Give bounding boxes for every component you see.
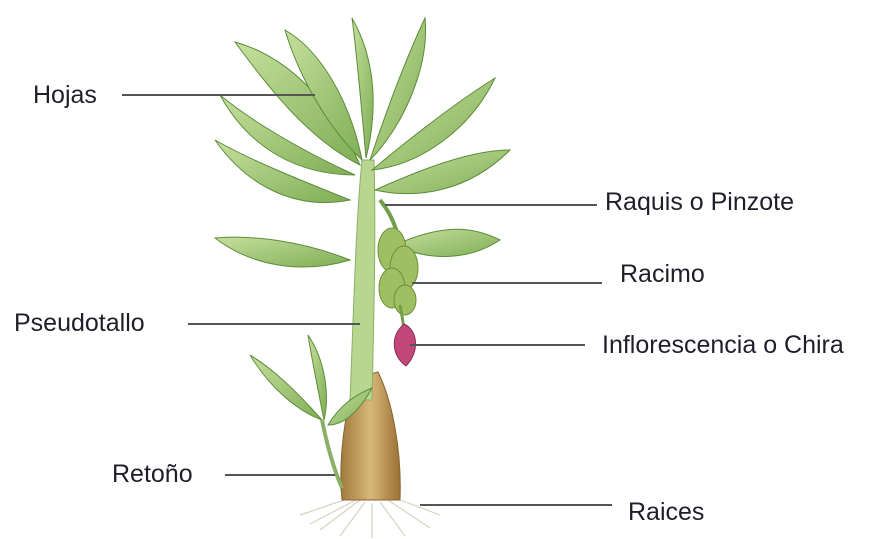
label-racimo: Racimo bbox=[620, 262, 705, 287]
label-raices: Raices bbox=[628, 500, 704, 525]
label-inflorescencia: Inflorescencia o Chira bbox=[602, 333, 844, 358]
label-pseudotallo: Pseudotallo bbox=[14, 311, 145, 336]
roots bbox=[300, 498, 440, 538]
label-hojas: Hojas bbox=[33, 83, 97, 108]
label-raquis: Raquis o Pinzote bbox=[605, 190, 794, 215]
label-retono: Retoño bbox=[112, 462, 193, 487]
pseudostem bbox=[350, 160, 375, 400]
